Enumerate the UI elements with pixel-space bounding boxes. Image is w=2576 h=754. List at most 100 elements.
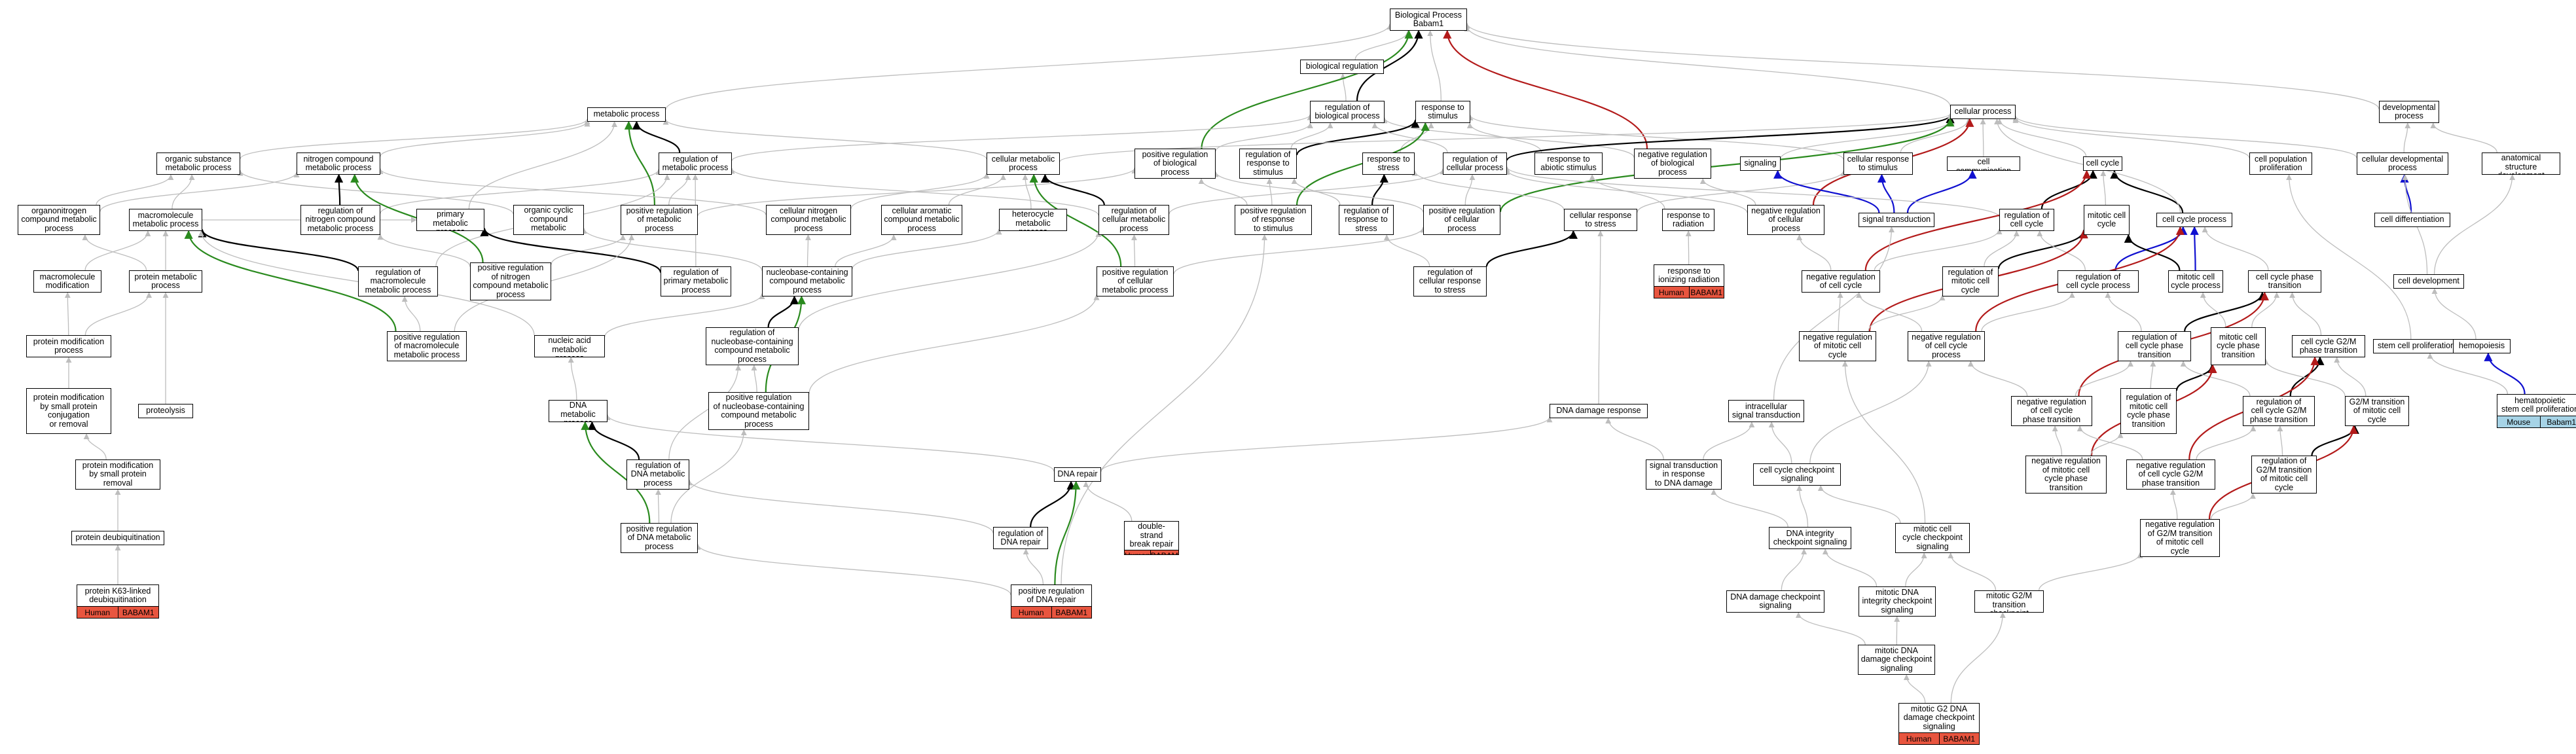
go-term-node[interactable]: DNA damage checkpoint signaling bbox=[1726, 590, 1824, 613]
go-term-node[interactable]: regulation of macromolecule metabolic pr… bbox=[358, 266, 438, 296]
go-term-node[interactable]: cell population proliferation bbox=[2249, 153, 2312, 175]
go-term-node[interactable]: Biological Process Babam1 bbox=[1390, 9, 1467, 31]
go-term-node[interactable]: regulation of metabolic process bbox=[659, 153, 732, 175]
go-term-node[interactable]: nucleobase-containing compound metabolic… bbox=[762, 266, 852, 296]
go-term-node[interactable]: proteolysis bbox=[138, 404, 193, 418]
go-term-node[interactable]: DNA metabolic process bbox=[549, 400, 608, 422]
go-term-node[interactable]: mitotic cell cycle checkpoint signaling bbox=[1895, 523, 1970, 553]
go-term-node[interactable]: cell cycle process bbox=[2156, 213, 2232, 227]
go-term-node[interactable]: regulation of primary metabolic process bbox=[661, 266, 731, 296]
go-term-node[interactable]: regulation of DNA metabolic process bbox=[626, 459, 689, 490]
go-term-node[interactable]: protein deubiquitination bbox=[71, 531, 164, 545]
go-term-node[interactable]: regulation of nitrogen compound metaboli… bbox=[300, 205, 380, 235]
go-term-node[interactable]: negative regulation of cell cycle bbox=[1802, 270, 1880, 293]
go-term-node[interactable]: cellular developmental process bbox=[2357, 153, 2448, 175]
go-term-node[interactable]: mitotic cell cycle bbox=[2084, 205, 2130, 235]
go-term-node[interactable]: nitrogen compound metabolic process bbox=[297, 153, 380, 175]
go-term-node[interactable]: negative regulation of mitotic cell cycl… bbox=[1799, 331, 1876, 361]
go-term-node[interactable]: response to radiation bbox=[1662, 209, 1714, 231]
go-term-node[interactable]: negative regulation of G2/M transition o… bbox=[2140, 519, 2220, 557]
go-term-node[interactable]: cell development bbox=[2393, 274, 2464, 289]
go-term-node[interactable]: positive regulation of cellular metaboli… bbox=[1097, 266, 1174, 296]
go-term-node[interactable]: positive regulation of response to stimu… bbox=[1235, 205, 1312, 235]
go-term-node[interactable]: nucleic acid metabolic process bbox=[534, 335, 605, 357]
go-term-node[interactable]: positive regulation of cellular process bbox=[1423, 205, 1500, 235]
go-term-node[interactable]: cell differentiation bbox=[2374, 213, 2450, 227]
go-term-node[interactable]: regulation of DNA repair bbox=[993, 527, 1048, 549]
go-term-node[interactable]: cellular aromatic compound metabolic pro… bbox=[881, 205, 962, 235]
go-term-node[interactable]: macromolecule metabolic process bbox=[129, 209, 202, 231]
go-term-node[interactable]: regulation of G2/M transition of mitotic… bbox=[2251, 456, 2317, 494]
go-term-node[interactable]: response to stress bbox=[1362, 153, 1415, 175]
go-term-node[interactable]: hemopoiesis bbox=[2453, 339, 2511, 353]
go-term-node[interactable]: mitotic G2/M transition checkpoint bbox=[1974, 590, 2044, 613]
go-term-node[interactable]: mitotic cell cycle phase transition bbox=[2211, 327, 2266, 365]
go-term-node[interactable]: DNA integrity checkpoint signaling bbox=[1769, 527, 1851, 549]
go-term-node[interactable]: regulation of cell cycle phase transitio… bbox=[2118, 331, 2191, 361]
go-term-node[interactable]: cell cycle G2/M phase transition bbox=[2292, 335, 2365, 357]
go-term-node[interactable]: signal transduction bbox=[1859, 213, 1934, 227]
go-term-node[interactable]: regulation of cellular metabolic process bbox=[1098, 205, 1169, 235]
go-term-node[interactable]: protein modification by small protein co… bbox=[26, 388, 111, 434]
go-term-node[interactable]: protein modification process bbox=[26, 335, 111, 357]
go-term-node[interactable]: developmental process bbox=[2379, 101, 2439, 123]
go-term-node[interactable]: positive regulation of metabolic process bbox=[621, 205, 698, 235]
go-term-node[interactable]: mitotic DNA integrity checkpoint signali… bbox=[1859, 586, 1936, 617]
go-term-node[interactable]: metabolic process bbox=[587, 107, 666, 122]
go-term-node[interactable]: regulation of response to stimulus bbox=[1239, 149, 1297, 179]
go-term-node[interactable]: cellular metabolic process bbox=[987, 153, 1060, 175]
go-term-node[interactable]: positive regulation of nitrogen compound… bbox=[470, 262, 551, 300]
go-term-node[interactable]: organonitrogen compound metabolic proces… bbox=[18, 205, 100, 235]
go-term-node[interactable]: regulation of cellular response to stres… bbox=[1413, 266, 1487, 296]
go-term-node[interactable]: DNA damage response bbox=[1550, 404, 1648, 418]
go-term-node[interactable]: heterocycle metabolic process bbox=[999, 209, 1067, 231]
go-term-node[interactable]: regulation of cell cycle process bbox=[2058, 270, 2139, 293]
go-term-node[interactable]: cellular nitrogen compound metabolic pro… bbox=[766, 205, 851, 235]
go-term-node[interactable]: biological regulation bbox=[1300, 60, 1384, 74]
go-term-node[interactable]: mitotic DNA damage checkpoint signaling bbox=[1858, 645, 1935, 675]
go-term-node[interactable]: regulation of cell cycle bbox=[1999, 209, 2054, 231]
go-term-node[interactable]: regulation of cell cycle G2/M phase tran… bbox=[2243, 396, 2315, 426]
go-term-node[interactable]: cell cycle checkpoint signaling bbox=[1753, 463, 1841, 486]
go-term-node[interactable]: negative regulation of biological proces… bbox=[1634, 149, 1711, 179]
go-term-node[interactable]: positive regulation of macromolecule met… bbox=[387, 331, 467, 361]
go-term-node[interactable]: mitotic cell cycle process bbox=[2168, 270, 2223, 293]
go-term-node[interactable]: negative regulation of cell cycle G2/M p… bbox=[2126, 459, 2215, 490]
go-term-node[interactable]: regulation of cellular process bbox=[1443, 153, 1507, 175]
go-term-node[interactable]: anatomical structure development bbox=[2482, 153, 2560, 175]
go-term-node[interactable]: cellular process bbox=[1950, 105, 2016, 119]
go-term-node[interactable]: positive regulation of DNA metabolic pro… bbox=[621, 523, 698, 553]
go-term-node[interactable]: organic cyclic compound metabolic proces… bbox=[513, 205, 584, 235]
go-term-node[interactable]: stem cell proliferation bbox=[2373, 339, 2459, 353]
go-term-node[interactable]: regulation of nucleobase-containing comp… bbox=[706, 327, 799, 365]
go-term-node[interactable]: DNA repair bbox=[1054, 467, 1101, 482]
go-term-node[interactable]: positive regulation of biological proces… bbox=[1134, 149, 1216, 179]
go-term-node[interactable]: cell cycle phase transition bbox=[2248, 270, 2321, 293]
go-term-node[interactable]: negative regulation of cell cycle phase … bbox=[2011, 396, 2092, 426]
go-term-node[interactable]: negative regulation of cellular process bbox=[1747, 205, 1824, 235]
go-term-node[interactable]: negative regulation of mitotic cell cycl… bbox=[2025, 456, 2107, 494]
go-term-node[interactable]: mitotic G2 DNA damage checkpoint signali… bbox=[1898, 703, 1980, 745]
go-term-node[interactable]: cellular response to stimulus bbox=[1843, 153, 1913, 175]
go-term-node[interactable]: regulation of mitotic cell cycle phase t… bbox=[2120, 388, 2177, 434]
go-term-node[interactable]: response to abiotic stimulus bbox=[1534, 153, 1603, 175]
go-term-node[interactable]: cell cycle bbox=[2083, 156, 2122, 171]
go-term-node[interactable]: positive regulation of nucleobase-contai… bbox=[708, 392, 809, 430]
go-term-node[interactable]: signal transduction in response to DNA d… bbox=[1646, 459, 1722, 490]
go-term-node[interactable]: organic substance metabolic process bbox=[156, 153, 240, 175]
go-term-node[interactable]: regulation of mitotic cell cycle bbox=[1942, 266, 1999, 296]
go-term-node[interactable]: response to stimulus bbox=[1415, 101, 1470, 123]
go-term-node[interactable]: regulation of biological process bbox=[1310, 101, 1385, 123]
go-term-node[interactable]: macromolecule modification bbox=[33, 270, 101, 293]
go-term-node[interactable]: cellular response to stress bbox=[1564, 209, 1637, 231]
go-term-node[interactable]: negative regulation of cell cycle proces… bbox=[1908, 331, 1985, 361]
go-term-node[interactable]: protein modification by small protein re… bbox=[75, 459, 160, 490]
go-term-node[interactable]: protein metabolic process bbox=[129, 270, 202, 293]
go-term-node[interactable]: intracellular signal transduction bbox=[1728, 400, 1804, 422]
go-term-node[interactable]: G2/M transition of mitotic cell cycle bbox=[2345, 396, 2409, 426]
